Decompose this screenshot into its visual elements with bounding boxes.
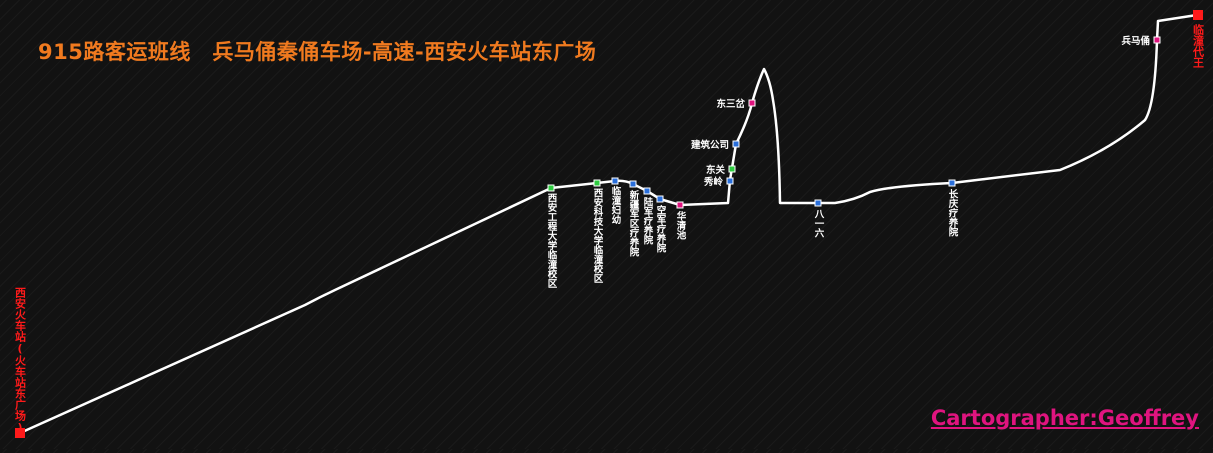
stop-s11[interactable]: 东三岔 <box>716 98 756 110</box>
stop-marker[interactable] <box>656 195 664 203</box>
stop-s1[interactable]: 西安工程大学临潼校区 <box>546 184 558 288</box>
stop-marker[interactable] <box>643 187 651 195</box>
stop-marker[interactable] <box>547 184 555 192</box>
stop-s14[interactable]: 兵马俑 <box>1121 35 1161 47</box>
stop-marker[interactable] <box>748 99 756 107</box>
stop-s2[interactable]: 西安科技大学临潼校区 <box>592 179 604 283</box>
stop-label: 华清池 <box>675 210 687 240</box>
terminal-marker-west[interactable] <box>15 428 25 438</box>
stop-marker[interactable] <box>948 179 956 187</box>
stop-label: 西安工程大学临潼校区 <box>546 193 558 288</box>
stop-label: 东三岔 <box>716 98 745 110</box>
stop-marker[interactable] <box>732 140 740 148</box>
stop-label: 西安科技大学临潼校区 <box>592 188 604 283</box>
stop-s12[interactable]: 八一六 <box>813 199 826 238</box>
stop-marker[interactable] <box>814 199 822 207</box>
terminal-label-west: 西安火车站(火车站东广场) <box>14 287 27 434</box>
stop-s8[interactable]: 秀岭 <box>703 176 734 188</box>
stop-marker[interactable] <box>728 165 736 173</box>
stop-label: 新疆军区疗养院 <box>628 189 641 257</box>
stop-s13[interactable]: 长庆疗养院 <box>947 179 960 237</box>
stop-s4[interactable]: 新疆军区疗养院 <box>628 180 641 257</box>
stop-s6[interactable]: 空军疗养院 <box>655 195 668 253</box>
map-title: 915路客运班线 兵马俑秦俑车场-高速-西安火车站东广场 <box>38 40 597 64</box>
stop-marker[interactable] <box>611 177 619 185</box>
stop-label: 兵马俑 <box>1121 35 1150 47</box>
stop-label: 陆军疗养院 <box>642 196 655 245</box>
stop-s10[interactable]: 建筑公司 <box>690 139 740 151</box>
stop-marker[interactable] <box>1153 36 1161 44</box>
stop-label: 临潼妇幼 <box>610 185 623 225</box>
stop-marker[interactable] <box>676 201 684 209</box>
stop-marker[interactable] <box>726 177 734 185</box>
stop-marker[interactable] <box>593 179 601 187</box>
terminal-label-east: 临潼代王 <box>1192 23 1206 69</box>
stop-s3[interactable]: 临潼妇幼 <box>610 177 623 225</box>
stop-s7[interactable]: 华清池 <box>675 201 687 240</box>
stop-label: 八一六 <box>813 209 826 238</box>
stop-label: 秀岭 <box>703 176 724 188</box>
stop-label: 建筑公司 <box>690 139 729 151</box>
stop-label: 东关 <box>706 164 726 176</box>
stop-label: 长庆疗养院 <box>947 188 960 237</box>
terminal-marker-east[interactable] <box>1193 10 1203 20</box>
route-line <box>18 13 1199 435</box>
stop-s9[interactable]: 东关 <box>706 164 736 176</box>
stop-marker[interactable] <box>629 180 637 188</box>
stop-label: 空军疗养院 <box>655 204 668 253</box>
cartographer-credit[interactable]: Cartographer:Geoffrey <box>930 406 1199 430</box>
stop-s5[interactable]: 陆军疗养院 <box>642 187 655 245</box>
